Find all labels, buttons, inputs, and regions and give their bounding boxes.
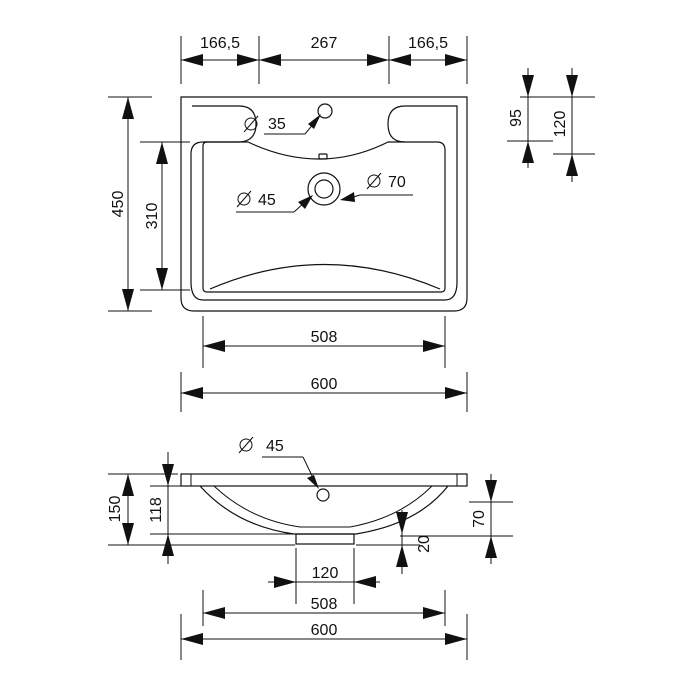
dim-width-right: 166,5 — [408, 35, 448, 52]
dim-drain-width: 120 — [268, 548, 380, 604]
dim-width-middle: 267 — [311, 35, 338, 52]
dim-bowl-width-side-label: 508 — [311, 596, 338, 613]
dim-overall-width-side-label: 600 — [311, 622, 338, 639]
dim-edge-offset-1-label: 95 — [508, 109, 525, 127]
diameter-icon — [366, 172, 382, 190]
dim-overall-width-top: 600 — [180, 372, 468, 412]
dim-bowl-width-top-label: 508 — [311, 329, 338, 346]
dim-drain-hole-side-label: 45 — [266, 438, 284, 455]
dim-drain-outer-label: 70 — [388, 174, 406, 191]
dim-drain-inner-label: 45 — [258, 192, 276, 209]
tap-hole — [317, 103, 333, 119]
dim-bowl-height: 118 — [148, 452, 294, 564]
dim-overall-width-side: 600 — [180, 614, 468, 660]
diameter-icon — [238, 436, 254, 454]
dim-edge-offsets: 95 120 — [507, 68, 595, 182]
dim-height-right-label: 70 — [471, 510, 488, 528]
dim-top-widths: 166,5 267 166,5 — [180, 35, 468, 84]
diameter-icon — [243, 115, 259, 133]
dim-width-left: 166,5 — [200, 35, 240, 52]
dim-bowl-width-top: 508 — [202, 316, 446, 368]
dim-overall-width-top-label: 600 — [311, 376, 338, 393]
dim-bowl-depth: 310 — [140, 141, 190, 291]
dim-drain-inner: 45 — [236, 190, 313, 213]
dim-overall-depth: 450 — [108, 96, 152, 312]
drain-inner-circle — [314, 179, 334, 199]
dim-overall-height: 150 — [107, 473, 295, 546]
dim-edge-offset-2-label: 120 — [552, 111, 569, 138]
diameter-icon — [236, 190, 252, 208]
dim-bowl-depth-label: 310 — [144, 203, 161, 230]
basin-top-outline — [180, 96, 468, 312]
basin-side-outline — [180, 473, 468, 545]
dim-overall-depth-label: 450 — [110, 191, 127, 218]
dim-height-right: 70 — [400, 474, 513, 564]
dim-tap-hole: 35 — [243, 114, 321, 135]
dim-drain-outer: 70 — [340, 172, 413, 202]
dim-drain-width-label: 120 — [312, 565, 339, 582]
side-view: 45 150 118 — [107, 436, 513, 660]
dim-drain-height-label: 20 — [416, 535, 433, 553]
drain-hole-side — [316, 488, 330, 502]
dim-tap-hole-label: 35 — [268, 116, 286, 133]
dim-drain-height: 20 — [356, 510, 433, 574]
dim-drain-hole-side: 45 — [238, 436, 319, 489]
dim-bowl-width-side: 508 — [202, 590, 446, 626]
dim-bowl-height-label: 118 — [148, 497, 165, 523]
drain-outer-circle — [307, 172, 341, 206]
top-view: 166,5 267 166,5 450 310 — [108, 35, 595, 412]
dim-overall-height-label: 150 — [107, 496, 124, 523]
